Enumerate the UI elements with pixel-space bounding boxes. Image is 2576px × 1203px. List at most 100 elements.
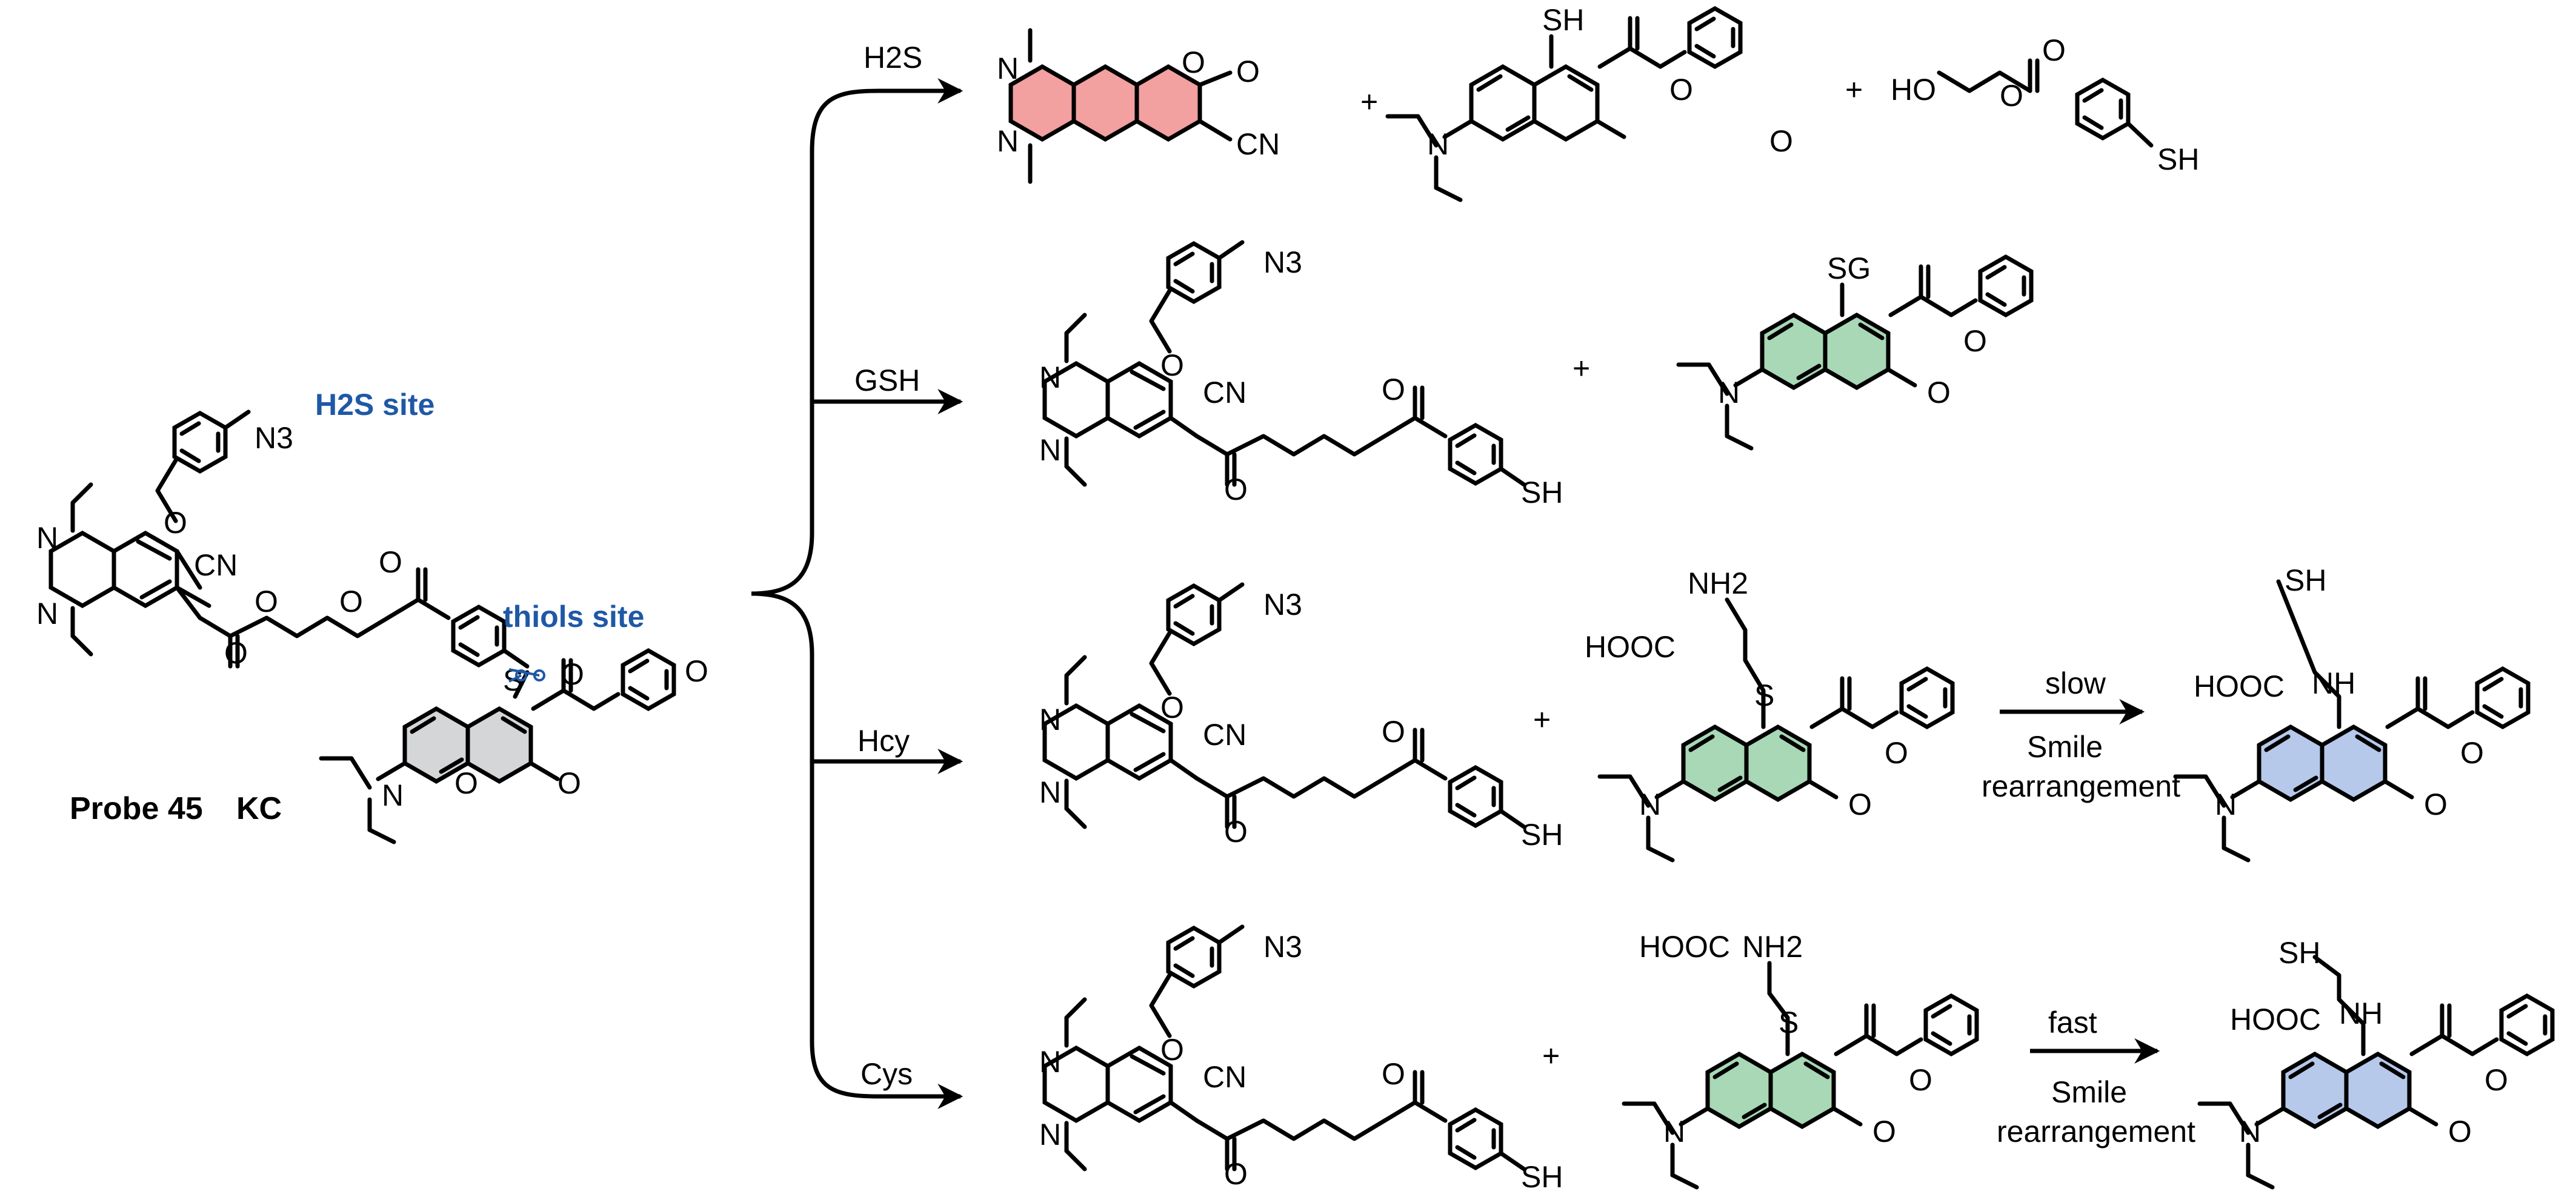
svg-text:+: + — [1573, 351, 1590, 385]
svg-text:CN: CN — [1236, 127, 1280, 161]
analyte-cys: Cys — [860, 1057, 913, 1091]
rearrangement-label-hcy: rearrangement — [1982, 769, 2180, 803]
svg-text:O: O — [1872, 1115, 1896, 1148]
svg-text:N: N — [1427, 127, 1449, 161]
probe-n-top: N — [36, 521, 58, 555]
analyte-gsh: GSH — [854, 363, 920, 397]
svg-text:O: O — [1236, 55, 1260, 88]
svg-text:N: N — [997, 51, 1019, 85]
svg-text:N3: N3 — [1263, 588, 1302, 621]
svg-text:+: + — [1542, 1039, 1560, 1073]
svg-text:O: O — [1848, 787, 1872, 821]
smile-label-cys: Smile — [2051, 1075, 2127, 1109]
branch-arrows — [751, 78, 964, 1109]
svg-text:NH: NH — [2339, 996, 2383, 1030]
svg-text:O: O — [2042, 33, 2066, 67]
svg-text:O: O — [1160, 691, 1184, 724]
hcy-product-labels: N N N3 O CN O O SH + NH2 HOOC S N O O sl… — [1039, 563, 2484, 852]
svg-text:O: O — [2484, 1063, 2508, 1097]
probe-o-coumarin-co: O — [561, 657, 584, 691]
svg-text:SH: SH — [1542, 3, 1584, 37]
rearrangement-label-cys: rearrangement — [1997, 1115, 2195, 1148]
svg-text:N: N — [1039, 1118, 1061, 1152]
svg-text:O: O — [1160, 348, 1184, 382]
svg-text:N: N — [997, 124, 1019, 158]
svg-text:O: O — [1885, 736, 1908, 770]
gsh-product-labels: N N N3 O CN O O SH + SG N O O — [1039, 245, 1987, 509]
svg-text:NH: NH — [2312, 666, 2355, 700]
svg-text:O: O — [1382, 1057, 1405, 1091]
svg-text:SH: SH — [1521, 818, 1563, 852]
probe-n-amine: N — [382, 778, 404, 812]
svg-text:HOOC: HOOC — [2230, 1002, 2321, 1036]
svg-text:O: O — [1160, 1033, 1184, 1067]
cys-products — [1045, 927, 2552, 1187]
probe-n3: N3 — [255, 421, 293, 455]
svg-text:O: O — [1224, 815, 1248, 849]
svg-text:CN: CN — [1203, 1060, 1246, 1094]
cys-product-labels: N N N3 O CN O O SH + HOOC NH2 S N O O fa… — [1039, 930, 2508, 1194]
svg-text:HOOC: HOOC — [1639, 930, 1730, 964]
probe-atom-labels: N N O CN N3 O O O O S O O O O N — [36, 421, 708, 812]
svg-text:N: N — [1639, 787, 1661, 821]
svg-text:N: N — [1039, 1045, 1061, 1079]
svg-text:O: O — [2460, 736, 2484, 770]
svg-text:N: N — [1039, 703, 1061, 737]
slow-label: slow — [2045, 666, 2106, 700]
probe-o-ester: O — [255, 585, 278, 618]
thiols-site-label: thiols site — [503, 600, 644, 634]
fast-label: fast — [2048, 1006, 2097, 1039]
svg-text:CN: CN — [1203, 376, 1246, 409]
svg-text:O: O — [2424, 787, 2448, 821]
svg-text:O: O — [1224, 472, 1248, 506]
scissors-icon — [508, 668, 545, 683]
svg-text:N: N — [1039, 360, 1061, 394]
svg-text:O: O — [1382, 715, 1405, 749]
svg-text:SH: SH — [1521, 476, 1563, 509]
svg-text:+: + — [1845, 73, 1863, 107]
analyte-hcy: Hcy — [857, 724, 910, 758]
svg-text:N: N — [2239, 1115, 2261, 1148]
svg-text:S: S — [1754, 678, 1774, 712]
svg-text:O: O — [1224, 1157, 1248, 1191]
h2s-products — [1008, 8, 2154, 200]
hcy-products — [1045, 579, 2528, 860]
svg-text:SH: SH — [2285, 563, 2326, 597]
svg-text:+: + — [1360, 85, 1378, 119]
svg-text:NH2: NH2 — [1688, 566, 1748, 600]
svg-text:O: O — [1182, 45, 1205, 79]
probe-o-phenyl-ester: O — [685, 654, 708, 688]
analyte-h2s: H2S — [864, 41, 922, 75]
svg-text:N3: N3 — [1263, 245, 1302, 279]
svg-text:O: O — [1382, 373, 1405, 406]
svg-text:S: S — [1779, 1006, 1799, 1039]
probe-o-carbonyl: O — [224, 636, 248, 670]
probe-o-carbonyl-2: O — [379, 545, 402, 579]
probe-o-ring: O — [454, 766, 478, 800]
h2s-site-label: H2S site — [315, 388, 434, 422]
svg-text:O: O — [2448, 1115, 2472, 1148]
svg-text:SH: SH — [2278, 936, 2320, 970]
svg-text:NH2: NH2 — [1742, 930, 1803, 964]
probe-name: Probe 45 — [70, 791, 203, 826]
svg-text:N: N — [1718, 376, 1740, 409]
svg-text:+: + — [1533, 703, 1551, 737]
probe-o-ether: O — [164, 506, 187, 540]
svg-text:HOOC: HOOC — [2194, 669, 2285, 703]
svg-text:SH: SH — [1521, 1160, 1563, 1194]
svg-text:O: O — [1909, 1063, 1932, 1097]
svg-text:O: O — [1963, 324, 1987, 358]
svg-text:HOOC: HOOC — [1585, 630, 1676, 664]
svg-text:N: N — [1663, 1115, 1685, 1148]
svg-text:HO: HO — [1891, 73, 1936, 107]
svg-text:SH: SH — [2157, 142, 2199, 176]
svg-text:N3: N3 — [1263, 930, 1302, 964]
smile-label-hcy: Smile — [2027, 730, 2103, 764]
svg-text:N: N — [1039, 433, 1061, 467]
svg-text:O: O — [1769, 124, 1793, 158]
svg-text:SG: SG — [1827, 251, 1871, 285]
probe-o-lactone: O — [557, 766, 581, 800]
probe-code: KC — [236, 791, 282, 826]
probe-cn: CN — [194, 548, 238, 582]
